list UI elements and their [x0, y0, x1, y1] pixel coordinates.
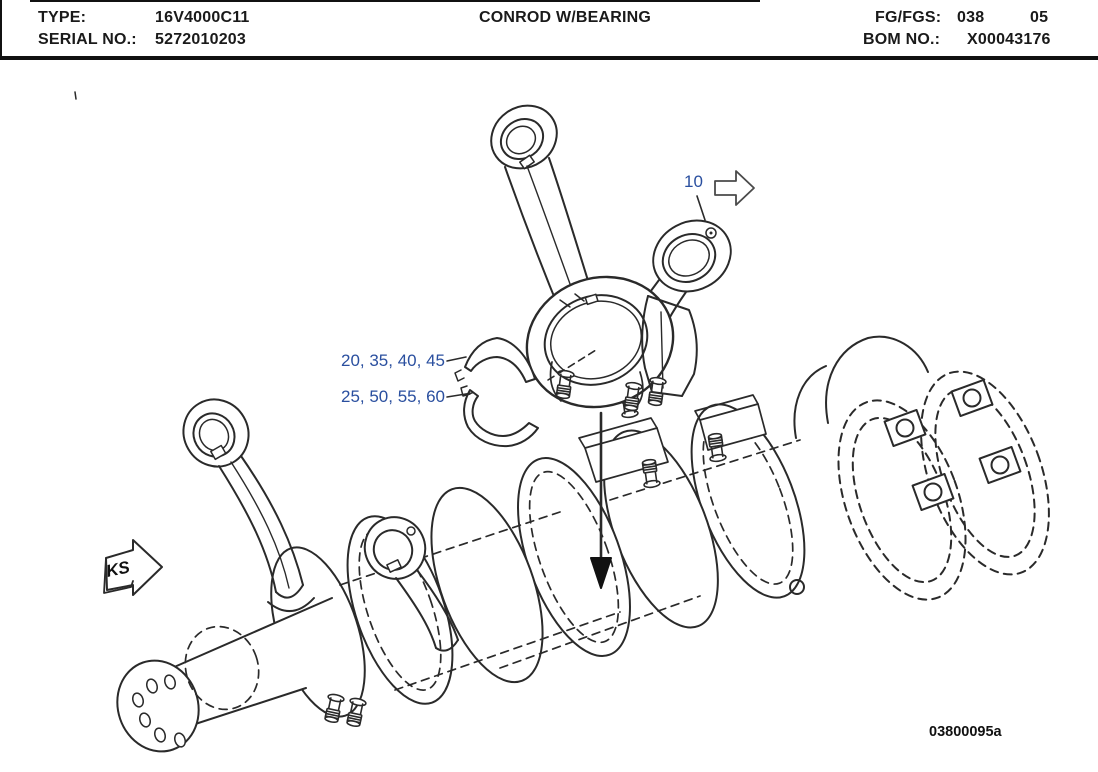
attached-conrod-middle [363, 516, 459, 652]
bearing-shells-drawing [454, 337, 597, 448]
callout-lower-bearings[interactable]: 25, 50, 55, 60 [341, 387, 445, 406]
header-top-border [30, 0, 760, 2]
serial-value: 5272010203 [155, 31, 246, 48]
bom-label: BOM NO.: [863, 31, 941, 48]
type-value: 16V4000C11 [155, 9, 250, 26]
header-left-border [0, 0, 2, 57]
page-title: CONROD W/BEARING [479, 9, 652, 26]
callout-10[interactable]: 10 [684, 172, 703, 191]
page-forward-arrow-icon[interactable] [714, 170, 755, 206]
fg-variant-value: 05 [1030, 9, 1049, 26]
attached-conrod-left [182, 398, 315, 612]
type-label: TYPE: [38, 9, 87, 26]
stray-mark [74, 91, 77, 100]
serial-label: SERIAL NO.: [38, 31, 137, 48]
bom-value: X00043176 [967, 31, 1051, 48]
header-rule [0, 56, 1098, 60]
ks-arrow-icon [103, 539, 163, 596]
fg-group-value: 038 [957, 9, 985, 26]
conrod-assembly-drawing [490, 104, 732, 413]
callout-leaders [446, 195, 706, 398]
fg-label: FG/FGS: [875, 9, 942, 26]
callout-upper-bearings[interactable]: 20, 35, 40, 45 [341, 351, 445, 370]
down-arrow-icon [590, 411, 612, 589]
crankshaft-drawing [116, 335, 1050, 753]
drawing-number: 03800095a [929, 724, 1002, 740]
